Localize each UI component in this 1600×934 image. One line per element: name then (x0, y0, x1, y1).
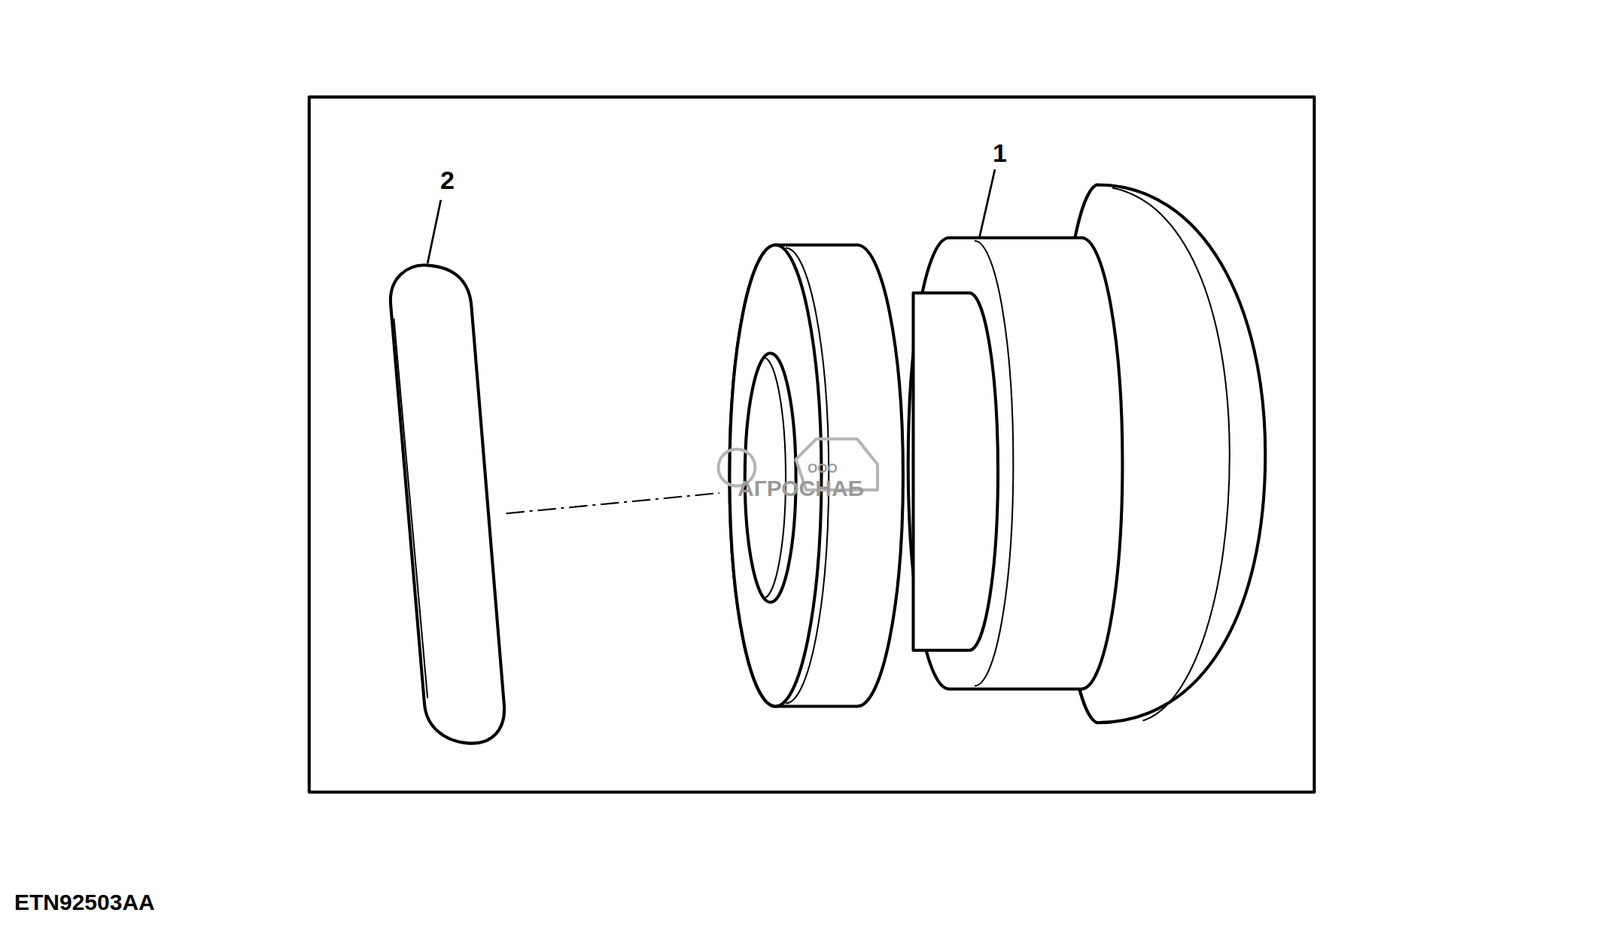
frame (309, 97, 1315, 793)
callout-number: 2 (440, 167, 455, 193)
callout-number: 1 (992, 139, 1007, 166)
watermark: ООО (807, 462, 838, 475)
leader-line (979, 169, 995, 238)
o-ring (390, 264, 505, 743)
grommet (729, 184, 1266, 723)
center-line (506, 492, 720, 514)
figure-id: ETN92503AA (14, 891, 156, 914)
leader-line (427, 200, 442, 264)
watermark: АГРОСНАБ (737, 477, 864, 500)
